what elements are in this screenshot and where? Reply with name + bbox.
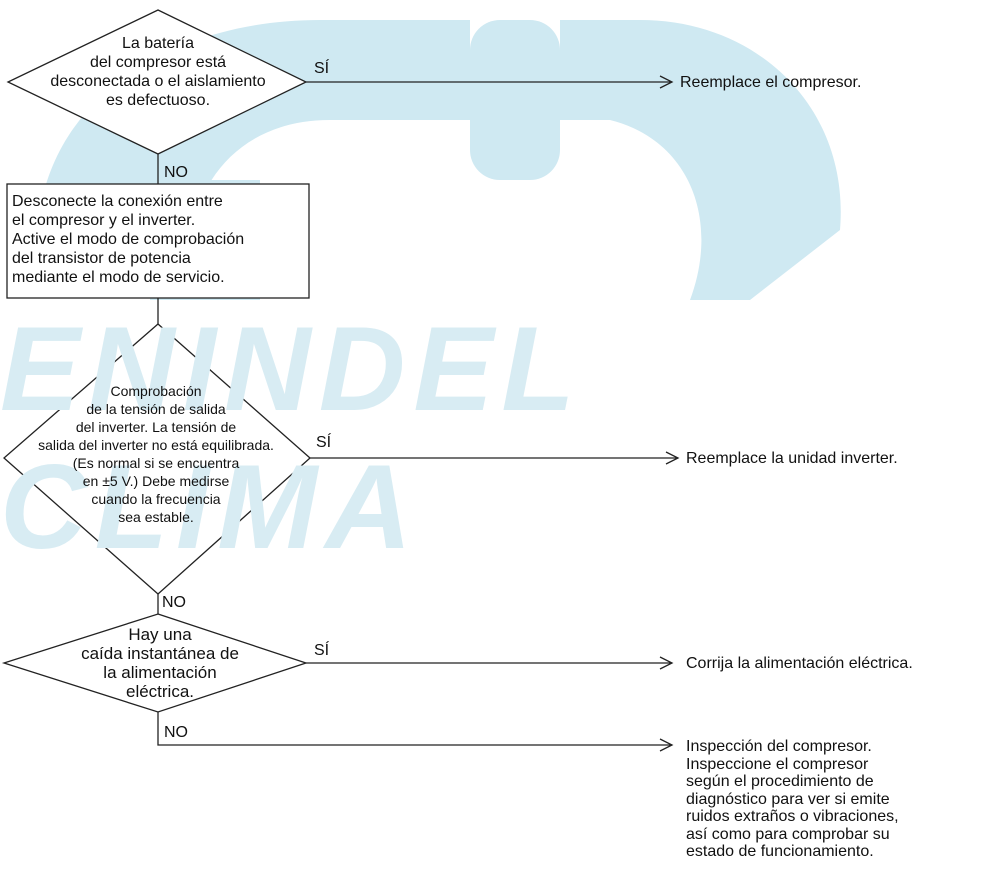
decision-1-line: La batería [121,35,195,52]
watermark-text: ENINDEL CLIMA [0,302,581,574]
final-result-line: diagnóstico para ver si emite [686,790,890,808]
decision-3-no-label: NO [164,724,188,741]
decision-2-line: del inverter. La tensión de [75,419,237,435]
decision-1-yes-label: SÍ [314,60,330,77]
decision-3-line: Hay una [128,625,192,644]
process-1-box [6,183,310,299]
decision-3-yes-result: Corrija la alimentación eléctrica. [686,655,913,672]
process-1-line: Desconecte la conexión entre [12,193,223,210]
flowchart-lines [1,9,680,752]
decision-3-yes-label: SÍ [314,642,330,659]
arrowhead-4 [659,738,674,752]
process-1-line: Active el modo de comprobación [12,231,245,248]
no-connector-3 [157,712,672,746]
decision-2-no-label: NO [162,594,186,611]
decision-1-text: La batería del compresor está desconecta… [30,34,286,110]
decision-1-no-label: NO [164,164,188,181]
final-result-line: según el procedimiento de [686,773,874,790]
decision-2-line: en ±5 V.) Debe medirse [82,473,230,489]
final-result-text: Inspección del compresor. Inspeccione el… [686,738,899,861]
arrowhead-1 [659,75,674,89]
final-result-line: estado de funcionamiento. [686,843,874,860]
watermark-bar-center [470,20,560,180]
arrowhead-2 [665,451,680,465]
arrowhead-3 [659,656,674,670]
decision-3-line: caída instantánea de [81,644,239,663]
final-result-line: Inspección del compresor. [686,738,872,755]
decision-2-line: sea estable. [118,509,194,525]
decision-3-line: eléctrica. [125,682,195,701]
decision-1-line: desconectada o el aislamiento [50,73,266,90]
decision-1-line: del compresor está [89,54,227,71]
process-1-text: Desconecte la conexión entre el compreso… [12,192,306,287]
decision-1-line: es defectuoso. [105,92,211,109]
decision-2-line: cuando la frecuencia [91,491,221,507]
final-result-line: Inspeccione el compresor [686,755,869,773]
final-result-line: ruidos extraños o vibraciones, [686,808,899,825]
decision-2-line: Comprobación [110,383,202,399]
decision-2-line: de la tensión de salida [86,401,226,417]
decision-2-text: Comprobación de la tensión de salida del… [4,382,308,526]
decision-1-yes-result: Reemplace el compresor. [680,74,862,91]
final-result-line: así como para comprobar su [686,825,890,843]
process-1-line: mediante el modo de servicio. [12,269,225,286]
decision-2-yes-label: SÍ [316,434,332,451]
decision-3-line: la alimentación [103,663,217,682]
process-1-line: el compresor y el inverter. [12,212,196,229]
decision-2-line: salida del inverter no está equilibrada. [38,437,274,453]
process-1-line: del transistor de potencia [12,250,191,267]
decision-2-line: (Es normal si se encuentra [72,455,240,471]
decision-2-yes-result: Reemplace la unidad inverter. [686,450,898,467]
decision-3-text: Hay una caída instantánea de la alimenta… [40,625,280,701]
watermark-arc-right [560,20,841,300]
